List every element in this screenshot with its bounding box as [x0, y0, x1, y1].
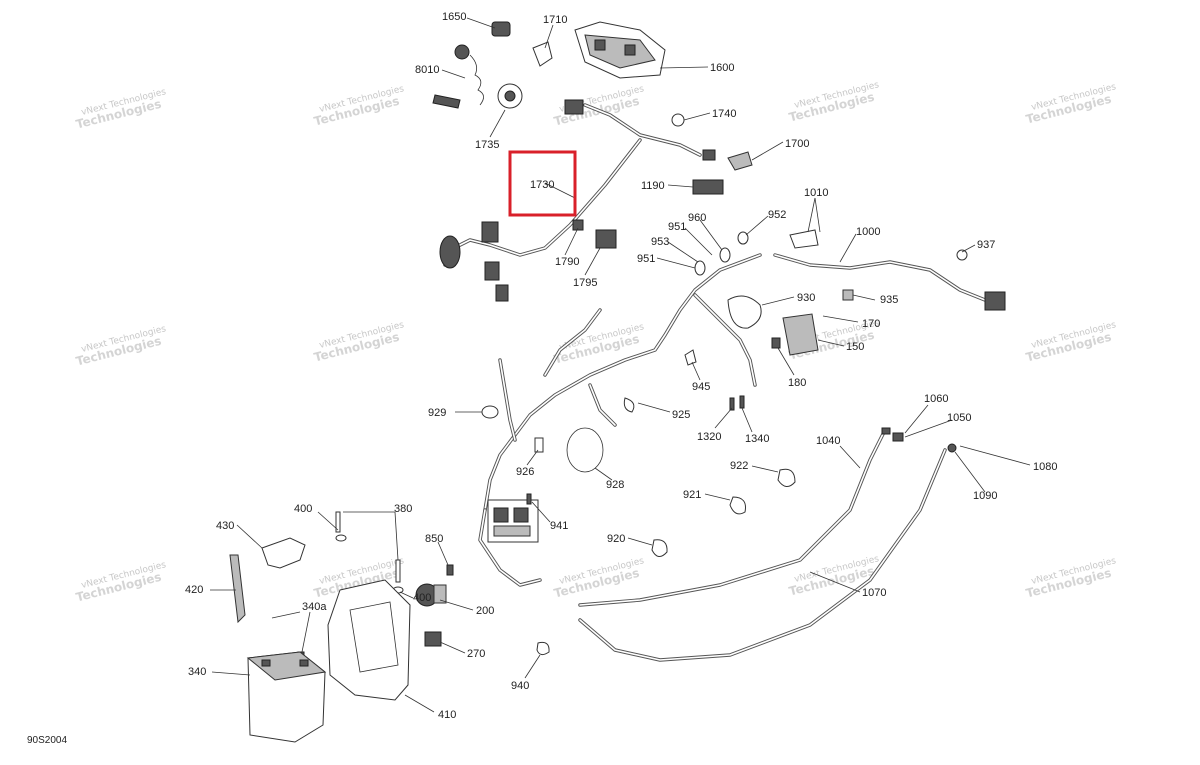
- part-label-960[interactable]: 960: [688, 212, 706, 224]
- highlight-box: [508, 150, 577, 217]
- part-label-930[interactable]: 930: [797, 292, 815, 304]
- part-label-400-upper[interactable]: 400: [294, 503, 312, 515]
- part-label-935[interactable]: 935: [880, 294, 898, 306]
- part-labels: 1650 1710 1600 8010 1735 1740 1700 1190 …: [185, 11, 1057, 721]
- part-label-953[interactable]: 953: [651, 236, 669, 248]
- part-label-951-lower[interactable]: 951: [637, 253, 655, 265]
- part-label-1650[interactable]: 1650: [442, 11, 466, 23]
- part-label-940[interactable]: 940: [511, 680, 529, 692]
- part-label-926[interactable]: 926: [516, 466, 534, 478]
- part-label-150[interactable]: 150: [846, 341, 864, 353]
- part-label-1010[interactable]: 1010: [804, 187, 828, 199]
- part-label-380[interactable]: 380: [394, 503, 412, 515]
- part-label-928[interactable]: 928: [606, 479, 624, 491]
- part-label-925[interactable]: 925: [672, 409, 690, 421]
- part-label-929[interactable]: 929: [428, 407, 446, 419]
- part-label-850[interactable]: 850: [425, 533, 443, 545]
- part-label-1730[interactable]: 1730: [530, 179, 554, 191]
- part-label-937[interactable]: 937: [977, 239, 995, 251]
- part-label-951-upper[interactable]: 951: [668, 221, 686, 233]
- part-label-920[interactable]: 920: [607, 533, 625, 545]
- battery-cables: [578, 428, 947, 662]
- part-label-400-lower[interactable]: 400: [413, 592, 431, 604]
- part-label-1070[interactable]: 1070: [862, 587, 886, 599]
- part-label-340[interactable]: 340: [188, 666, 206, 678]
- diagram-code: 90S2004: [27, 735, 67, 746]
- part-label-180[interactable]: 180: [788, 377, 806, 389]
- part-label-921[interactable]: 921: [683, 489, 701, 501]
- part-label-941[interactable]: 941: [550, 520, 568, 532]
- components: [229, 21, 1006, 743]
- part-label-1790[interactable]: 1790: [555, 256, 579, 268]
- part-label-952[interactable]: 952: [768, 209, 786, 221]
- part-label-1190[interactable]: 1190: [641, 180, 665, 192]
- part-label-170[interactable]: 170: [862, 318, 880, 330]
- part-label-200[interactable]: 200: [476, 605, 494, 617]
- part-label-8010[interactable]: 8010: [415, 64, 439, 76]
- part-label-410[interactable]: 410: [438, 709, 456, 721]
- part-label-430[interactable]: 430: [216, 520, 234, 532]
- part-label-1000[interactable]: 1000: [856, 226, 880, 238]
- part-label-1050[interactable]: 1050: [947, 412, 971, 424]
- part-label-922[interactable]: 922: [730, 460, 748, 472]
- part-label-340a[interactable]: 340a: [302, 601, 327, 613]
- part-label-1060[interactable]: 1060: [924, 393, 948, 405]
- part-label-1340[interactable]: 1340: [745, 433, 769, 445]
- leader-lines: [210, 17, 1031, 713]
- part-label-1080[interactable]: 1080: [1033, 461, 1057, 473]
- part-label-1700[interactable]: 1700: [785, 138, 809, 150]
- part-label-1740[interactable]: 1740: [712, 108, 736, 120]
- part-label-1735[interactable]: 1735: [475, 139, 499, 151]
- part-label-420[interactable]: 420: [185, 584, 203, 596]
- part-label-1600[interactable]: 1600: [710, 62, 734, 74]
- part-label-1090[interactable]: 1090: [973, 490, 997, 502]
- part-label-1710[interactable]: 1710: [543, 14, 567, 26]
- part-label-1320[interactable]: 1320: [697, 431, 721, 443]
- part-label-1795[interactable]: 1795: [573, 277, 597, 289]
- part-label-945[interactable]: 945: [692, 381, 710, 393]
- part-label-1040[interactable]: 1040: [816, 435, 840, 447]
- part-label-270[interactable]: 270: [467, 648, 485, 660]
